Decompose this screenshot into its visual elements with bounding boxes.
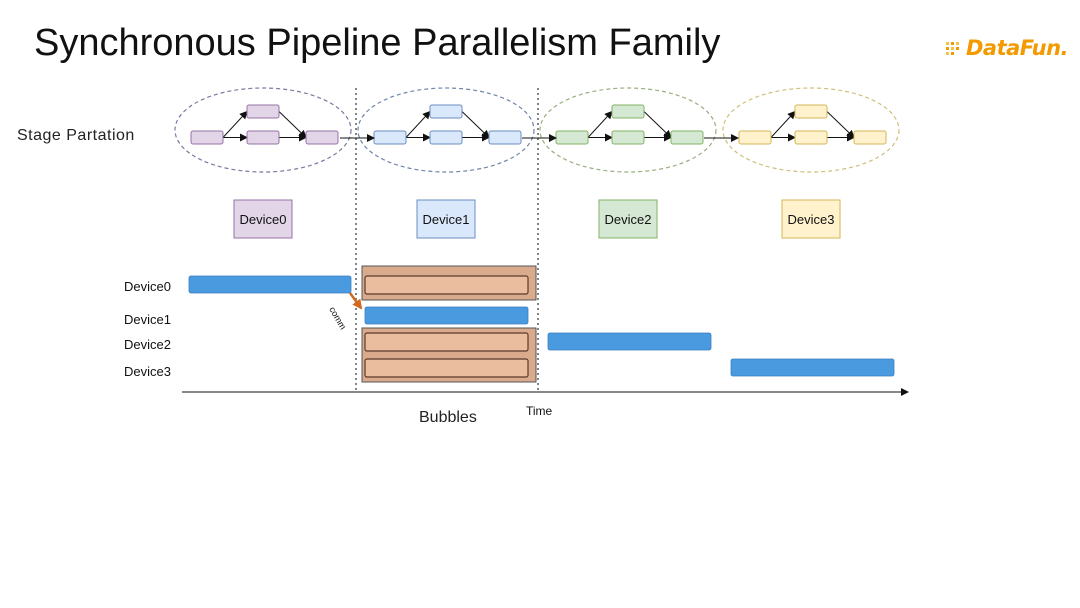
comm-label: comm [327, 305, 348, 331]
logo-dots-icon [945, 42, 959, 55]
device-box-label: Device3 [788, 212, 835, 227]
compute-bar-device3 [730, 358, 895, 377]
device-box-0: Device0 [233, 199, 293, 239]
slide-title: Synchronous Pipeline Parallelism Family [34, 22, 721, 64]
time-label: Time [526, 404, 553, 418]
stage-node-output [853, 130, 887, 145]
stage-group-0 [174, 87, 352, 173]
stage-node-upper [246, 104, 280, 119]
timeline-row-label-3: Device3 [124, 364, 171, 379]
compute-bar-device0 [188, 275, 352, 294]
stage-group-3 [722, 87, 900, 173]
stage-ellipse [722, 87, 900, 173]
stage-group-2 [539, 87, 717, 173]
timeline-row-label-0: Device0 [124, 279, 171, 294]
stage-node-upper [794, 104, 828, 119]
timeline-row-label-2: Device2 [124, 337, 171, 352]
device-box-1: Device1 [416, 199, 476, 239]
stage-ellipse [357, 87, 535, 173]
bubble-bar-device2 [364, 332, 529, 352]
timeline-row-label-1: Device1 [124, 312, 171, 327]
stage-node-output [488, 130, 522, 145]
device-box-label: Device0 [240, 212, 287, 227]
device-box-label: Device2 [605, 212, 652, 227]
stage-edge [587, 110, 613, 138]
stage-node-output [670, 130, 704, 145]
stage-node-input [738, 130, 772, 145]
compute-bar-device2 [547, 332, 712, 351]
stage-group-1 [357, 87, 535, 173]
stage-edge [405, 110, 431, 138]
stage-edge [278, 111, 307, 139]
stage-edge [222, 110, 248, 138]
stage-edge [461, 111, 490, 139]
device-box-label: Device1 [423, 212, 470, 227]
device-box-3: Device3 [781, 199, 841, 239]
stage-node-input [373, 130, 407, 145]
stage-edge [643, 111, 672, 139]
stage-node-lower [794, 130, 828, 145]
compute-bar-device1 [364, 306, 529, 325]
device-box-2: Device2 [598, 199, 658, 239]
stage-node-lower [429, 130, 463, 145]
datafun-logo: DataFun. [944, 30, 1069, 66]
stage-edge [826, 111, 855, 139]
stage-node-input [190, 130, 224, 145]
stage-ellipse [174, 87, 352, 173]
stage-node-input [555, 130, 589, 145]
stage-node-lower [611, 130, 645, 145]
stage-node-upper [611, 104, 645, 119]
comm-arrow [348, 292, 363, 310]
stage-partition-label: Stage Partation [17, 127, 135, 144]
logo-text: DataFun. [965, 36, 1069, 60]
stage-edge [770, 110, 796, 138]
stage-ellipse [539, 87, 717, 173]
bubbles-label: Bubbles [419, 409, 477, 426]
stage-node-lower [246, 130, 280, 145]
stage-groups [174, 87, 900, 173]
bubble-bar-device0 [364, 275, 529, 295]
stage-node-output [305, 130, 339, 145]
bubble-bar-device3 [364, 358, 529, 378]
stage-node-upper [429, 104, 463, 119]
